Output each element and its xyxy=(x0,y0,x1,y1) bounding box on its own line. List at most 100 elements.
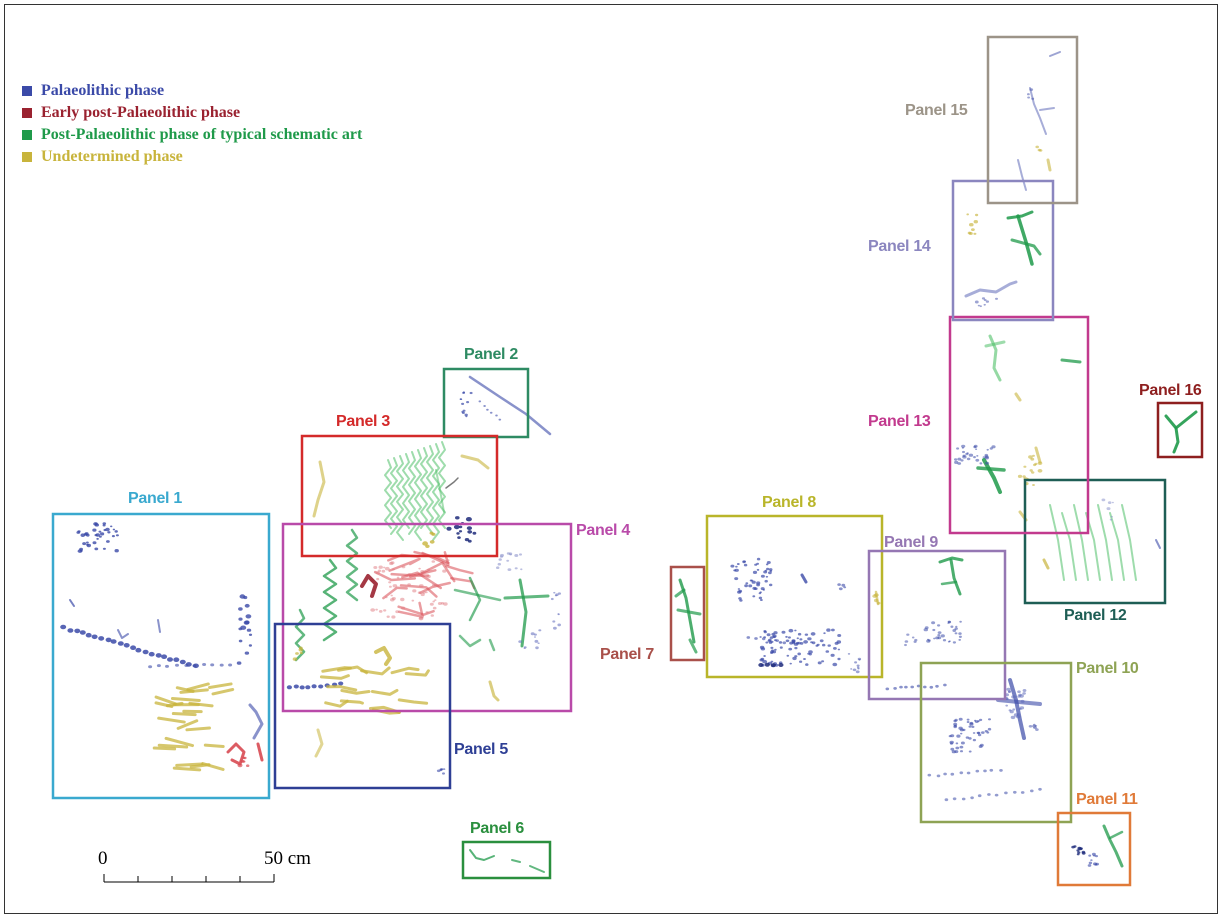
motif-stroke xyxy=(1010,238,1042,256)
motif-dot xyxy=(412,589,417,593)
motif-dot xyxy=(760,647,766,651)
motif-dot xyxy=(237,763,243,768)
motif-dot xyxy=(391,615,396,619)
motif-dot xyxy=(1027,96,1030,99)
motif-dot xyxy=(807,637,812,641)
motif-dot xyxy=(923,685,927,689)
motif-dot xyxy=(760,599,763,601)
motif-dot xyxy=(977,794,982,798)
motif-dot xyxy=(761,637,766,641)
motif-dot xyxy=(1031,97,1035,100)
motif-dot xyxy=(179,659,186,665)
motif-dot xyxy=(760,574,765,578)
scale-end-label: 50 cm xyxy=(264,848,311,869)
motif-dot xyxy=(292,657,298,661)
motif-dot xyxy=(831,628,835,632)
motif-dot xyxy=(1023,465,1027,468)
motif-dot xyxy=(758,592,762,595)
motif-dot xyxy=(156,664,161,668)
motif-dot xyxy=(981,297,986,300)
motif-dot xyxy=(975,458,980,462)
motif-dot xyxy=(837,648,841,651)
motif-dot xyxy=(498,418,502,421)
motif-stroke xyxy=(188,701,214,708)
motif-stroke xyxy=(938,556,964,564)
motif-stroke xyxy=(996,698,1042,706)
motif-dot xyxy=(383,566,386,569)
motif-stroke xyxy=(421,551,450,567)
motif-dot xyxy=(935,636,940,640)
motif-stroke xyxy=(382,586,408,600)
motif-dot xyxy=(432,606,437,610)
motif-stroke xyxy=(399,584,438,598)
motif-dot xyxy=(410,573,415,577)
motif-dot xyxy=(771,632,775,636)
motif-dot xyxy=(238,607,243,611)
motif-dot xyxy=(1090,859,1093,861)
motif-dot xyxy=(1015,714,1021,719)
motif-dot xyxy=(955,742,959,745)
motif-dot xyxy=(797,652,801,656)
motif-dot xyxy=(852,668,857,672)
motif-dot xyxy=(885,687,890,691)
motif-stroke xyxy=(390,457,398,535)
motif-dot xyxy=(98,530,102,533)
motif-dot xyxy=(243,595,248,600)
panel-label-10: Panel 10 xyxy=(1076,660,1139,677)
motif-dot xyxy=(735,565,738,568)
motif-dot xyxy=(1077,846,1082,850)
motif-dot xyxy=(1038,787,1042,791)
motif-dot xyxy=(299,651,303,655)
motif-dot xyxy=(764,579,768,583)
motif-dot xyxy=(954,460,959,464)
motif-dot xyxy=(442,569,447,573)
motif-dot xyxy=(1101,498,1106,502)
motif-stroke xyxy=(1049,51,1061,57)
motif-dot xyxy=(514,554,519,557)
motif-stroke xyxy=(157,743,189,749)
motif-stroke xyxy=(445,477,459,489)
motif-dot xyxy=(1110,515,1113,518)
motif-dot xyxy=(466,401,470,404)
panel-label-5: Panel 5 xyxy=(454,741,508,758)
motif-dot xyxy=(983,299,987,301)
motif-dot xyxy=(958,717,963,721)
motif-dot xyxy=(98,636,105,641)
panel-box-8 xyxy=(705,514,884,679)
motif-dot xyxy=(1037,148,1042,152)
motif-dot xyxy=(248,644,252,647)
motif-dot xyxy=(808,650,813,654)
motif-dot xyxy=(734,577,739,581)
motif-stroke xyxy=(157,619,161,633)
motif-dot xyxy=(429,531,434,535)
motif-dot xyxy=(401,565,406,569)
motif-dot xyxy=(311,684,317,689)
motif-dot xyxy=(1028,725,1033,728)
motif-dot xyxy=(1111,501,1114,504)
motif-dot xyxy=(557,613,560,616)
motif-dot xyxy=(979,462,983,465)
motif-dot xyxy=(142,649,149,655)
motif-stroke xyxy=(179,688,209,694)
motif-dot xyxy=(1022,475,1026,478)
motif-dot xyxy=(954,458,958,461)
panel-label-1: Panel 1 xyxy=(128,490,182,507)
motif-dot xyxy=(1017,690,1021,693)
motif-dot xyxy=(110,639,117,644)
motif-dot xyxy=(219,663,224,667)
motif-dot xyxy=(950,772,955,776)
motif-dot xyxy=(981,731,985,734)
motif-dot xyxy=(82,542,87,546)
motif-dot xyxy=(734,568,739,572)
motif-dot xyxy=(537,642,540,644)
motif-dot xyxy=(401,606,406,610)
motif-dot xyxy=(123,643,130,648)
motif-dot xyxy=(785,635,788,638)
motif-dot xyxy=(553,626,557,630)
motif-dot xyxy=(425,591,428,594)
motif-stroke xyxy=(458,634,482,648)
motif-dot xyxy=(799,660,803,663)
motif-dot xyxy=(390,594,393,597)
motif-dot xyxy=(943,772,947,776)
